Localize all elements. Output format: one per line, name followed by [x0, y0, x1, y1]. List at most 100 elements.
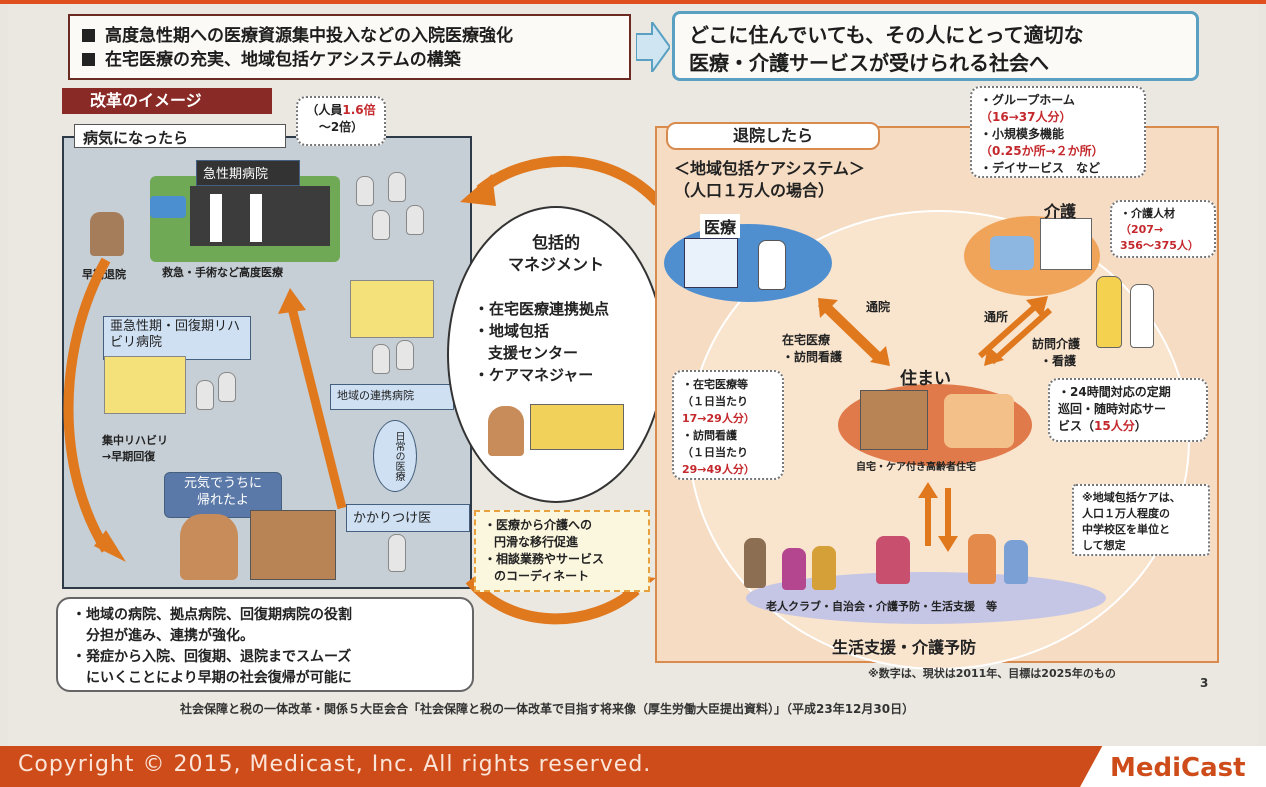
care-worker-icon — [1096, 276, 1122, 348]
wheelchair-patient-icon — [90, 212, 124, 256]
header-right-box: どこに住んでいても、その人にとって適切な 医療・介護サービスが受けられる社会へ — [672, 11, 1199, 81]
h24-text-1: ・24時間対応の定期 — [1058, 385, 1171, 399]
home-speech-text-2: 帰れたよ — [196, 493, 249, 508]
footer-bar — [0, 746, 1266, 787]
home-house-icon — [860, 390, 928, 450]
care-manager-icon — [488, 406, 524, 456]
community-caption: 老人クラブ・自治会・介護予防・生活支援 等 — [766, 600, 997, 613]
home-community-arrows — [918, 482, 958, 552]
elderly-icon — [744, 538, 766, 588]
doctor-icon — [758, 240, 786, 290]
home-medical-text-1: 在宅医療 — [782, 333, 831, 347]
visit-care-text-2: ・看護 — [1040, 354, 1077, 368]
staff-text-3: 356～375人） — [1120, 239, 1199, 252]
system-title-1: ＜地域包括ケアシステム＞ — [674, 159, 865, 178]
home-care-arrows — [977, 296, 1053, 366]
home-medical-text-2: ・訪問看護 — [782, 350, 843, 364]
community-buildings-icon — [530, 404, 624, 450]
left-summary-line1: ・地域の病院、拠点病院、回復期病院の役割 — [72, 607, 352, 623]
copyright-text: Copyright © 2015, Medicast, Inc. All rig… — [18, 752, 652, 777]
nurse-icon — [406, 205, 424, 235]
rehab-hospital-building-icon — [104, 356, 186, 414]
medical-home-arrows — [817, 298, 890, 366]
discharge-label: 退院したら — [666, 122, 880, 150]
center-item-3: ・ケアマネジャー — [474, 366, 594, 384]
flow-arrow-up-right — [278, 288, 347, 510]
header-arrow-icon — [636, 22, 670, 72]
elderly-icon — [812, 546, 836, 590]
hm-text-5: （１日当たり — [682, 446, 748, 459]
center-box-line3: ・相談業務やサービス — [484, 552, 605, 566]
hospital-visit-label: 通院 — [866, 300, 891, 314]
rehab-caption-2: →早期回復 — [102, 450, 156, 463]
bullet-square-icon — [82, 53, 95, 66]
note-text-2: 人口１万人程度の — [1082, 507, 1170, 520]
nurse-icon — [396, 340, 414, 370]
sick-label: 病気になったら — [74, 124, 286, 148]
system-title: ＜地域包括ケアシステム＞ （人口１万人の場合） — [674, 158, 865, 202]
home-label: 住まい — [900, 369, 951, 389]
center-coordination-box: ・医療から介護への 円滑な移行促進 ・相談業務やサービス のコーディネート — [474, 510, 650, 592]
volunteer-icon — [1004, 540, 1028, 584]
staff-increase-callout: （人員1.6倍 ～2倍） — [296, 96, 386, 146]
family-care-icon — [944, 394, 1014, 448]
house-icon — [250, 510, 336, 580]
staff-callout-text-a: （人員 — [306, 103, 343, 117]
staff-callout-text-b: 1.6倍 — [342, 103, 376, 117]
header-left-line1: 高度急性期への医療資源集中投入などの入院医療強化 — [105, 26, 513, 46]
center-title-2: マネジメント — [507, 255, 604, 274]
subacute-hospital-label: 亜急性期・回復期リハビリ病院 — [103, 316, 251, 360]
care-facility-icon — [1040, 218, 1092, 270]
nurse-icon — [196, 380, 214, 410]
elderly-person-icon — [180, 514, 238, 580]
elderly-icon — [782, 548, 806, 590]
center-box-line2: 円滑な移行促進 — [494, 535, 579, 549]
group-home-callout: ・グループホーム （16→37人分） ・小規模多機能 （0.25か所→２か所） … — [970, 86, 1146, 178]
family-doctor-label: かかりつけ医 — [346, 504, 470, 532]
h24-text-4: 15人分 — [1094, 419, 1135, 433]
bullet-square-icon — [82, 29, 95, 42]
center-box-line1: ・医療から介護への — [484, 518, 593, 532]
hm-text-3: 17→29人分） — [682, 412, 755, 425]
note-text-3: 中学校区を単位と — [1082, 523, 1170, 536]
left-summary-box: ・地域の病院、拠点病院、回復期病院の役割 分担が進み、連携が強化。 ・発症から入… — [56, 597, 474, 692]
medicast-logo: MediCast — [1110, 753, 1246, 783]
center-items: ・在宅医療連携拠点 ・地域包括 支援センター ・ケアマネジャー — [474, 298, 609, 386]
care-label: 介護 — [1044, 202, 1077, 221]
doctor-icon — [356, 176, 374, 206]
regional-hospital-building-icon — [350, 280, 434, 338]
visit-care-text-1: 訪問介護 — [1032, 337, 1081, 351]
note-text-1: ※地域包括ケアは、 — [1082, 491, 1181, 504]
h24-text-5: ） — [1134, 419, 1147, 433]
comprehensive-management-ellipse — [447, 206, 665, 503]
home-caption: 自宅・ケア付き高齢者住宅 — [856, 462, 976, 473]
page-number: 3 — [1200, 676, 1209, 690]
visit-care-label: 訪問介護 ・看護 — [1032, 336, 1080, 370]
center-title: 包括的 マネジメント — [447, 232, 665, 276]
gh-text-3: ・小規模多機能 — [980, 127, 1065, 141]
footer-logo-area — [1080, 746, 1266, 787]
arrow-to-hospital — [460, 155, 663, 206]
hm-text-6: 29→49人分） — [682, 463, 755, 476]
daily-medical-label: 日常の医療 — [373, 420, 417, 492]
gh-text-4: （0.25か所→２か所） — [980, 144, 1104, 158]
staff-callout-text-c: ～2倍） — [318, 120, 364, 134]
staff-text-2: （207→ — [1120, 223, 1164, 236]
h24-text-3: ビス（ — [1058, 419, 1095, 433]
flow-arrow-down-left — [63, 257, 126, 562]
top-accent-bar — [0, 0, 1266, 4]
source-citation: 社会保障と税の一体改革・関係５大臣会合「社会保障と税の一体改革で目指す将来像（厚… — [180, 702, 915, 716]
exercise-person-icon — [876, 536, 910, 584]
header-left-box: 高度急性期への医療資源集中投入などの入院医療強化 在宅医療の充実、地域包括ケアシ… — [68, 14, 631, 80]
family-doctor-icon — [388, 534, 406, 572]
system-title-2: （人口１万人の場合） — [674, 181, 835, 200]
acute-hospital-illustration — [150, 176, 340, 262]
care-staff-callout: ・介護人材 （207→ 356～375人） — [1110, 200, 1216, 258]
left-summary-line2: 分担が進み、連携が強化。 — [86, 628, 254, 644]
h24-text-2: 巡回・随時対応サー — [1058, 402, 1167, 416]
gh-text-1: ・グループホーム — [980, 93, 1075, 107]
bath-care-icon — [990, 236, 1034, 270]
center-title-1: 包括的 — [531, 233, 580, 252]
clinic-building-icon — [684, 238, 738, 288]
header-right-line2: 医療・介護サービスが受けられる社会へ — [689, 51, 1049, 75]
